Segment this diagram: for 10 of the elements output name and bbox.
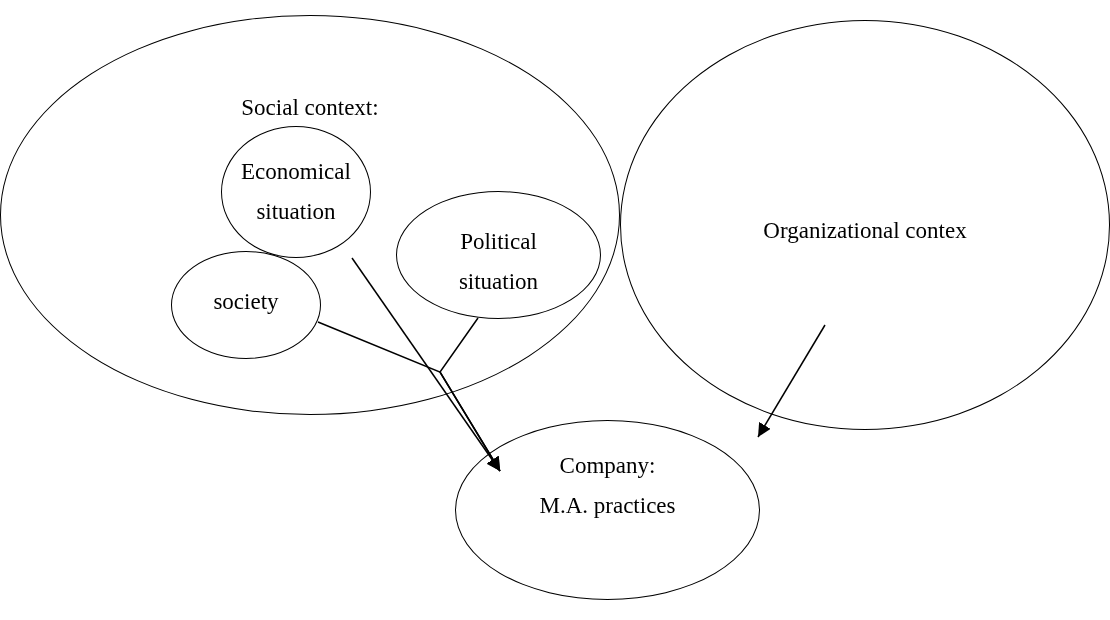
node-label: Economical situation xyxy=(240,158,352,226)
arrow xyxy=(351,257,501,472)
node-label: Company: xyxy=(559,452,656,480)
arrow xyxy=(439,317,501,472)
node-label: society xyxy=(213,288,279,316)
node-label: Organizational contex xyxy=(763,217,967,245)
node-label: Social context: xyxy=(241,94,379,122)
node-label: M.A. practices xyxy=(539,492,676,520)
node-label: Political situation xyxy=(457,228,540,296)
arrow xyxy=(757,324,826,438)
